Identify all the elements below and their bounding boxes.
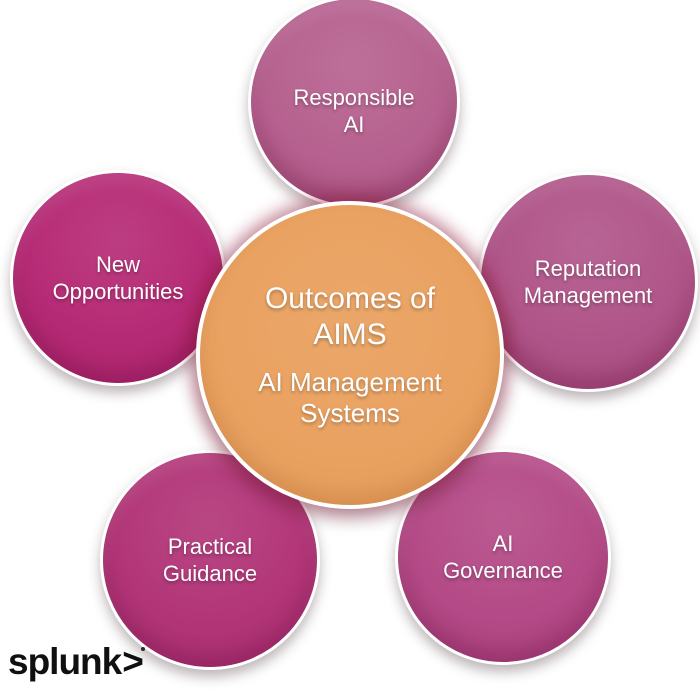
center-title: Outcomes of AIMS (265, 281, 435, 353)
node-label: Reputation Management (524, 255, 652, 310)
node-reputation-management: Reputation Management (478, 172, 698, 392)
node-new-opportunities: New Opportunities (10, 170, 226, 386)
center-label: Outcomes of AIMS AI Management Systems (258, 281, 442, 429)
splunk-chevron-icon: > (122, 641, 145, 683)
node-label-line2: Governance (443, 558, 563, 583)
node-label-line2: Management (523, 283, 653, 308)
trademark-dot (140, 647, 145, 651)
center-subtitle-line1: AI Management (258, 366, 442, 397)
center-title-line2: AIMS (313, 317, 387, 351)
node-label-line1: New (95, 251, 140, 277)
splunk-logo-text: splunk (8, 641, 122, 682)
node-label-line2: Guidance (162, 561, 258, 586)
center-subtitle: AI Management Systems (258, 367, 442, 429)
center-title-line1: Outcomes of (264, 281, 436, 315)
node-label-line1: Practical (167, 533, 253, 559)
node-label: AI Governance (443, 530, 563, 585)
node-label-line2: Opportunities (52, 279, 184, 304)
node-label: Practical Guidance (163, 533, 257, 588)
center-subtitle-line2: Systems (300, 398, 400, 428)
node-label: New Opportunities (53, 251, 184, 306)
chevron-glyph: > (122, 641, 144, 682)
node-label-line1: Reputation (534, 255, 642, 281)
splunk-logo: splunk > (8, 641, 145, 683)
node-label-line1: Responsible (293, 84, 415, 110)
node-label-line2: AI (343, 112, 365, 137)
node-practical-guidance: Practical Guidance (100, 450, 320, 670)
center-circle-outcomes-of-aims: Outcomes of AIMS AI Management Systems (196, 201, 504, 509)
node-label-line1: AI (492, 530, 514, 556)
node-label: Responsible AI (293, 84, 414, 139)
node-responsible-ai: Responsible AI (248, 0, 460, 208)
